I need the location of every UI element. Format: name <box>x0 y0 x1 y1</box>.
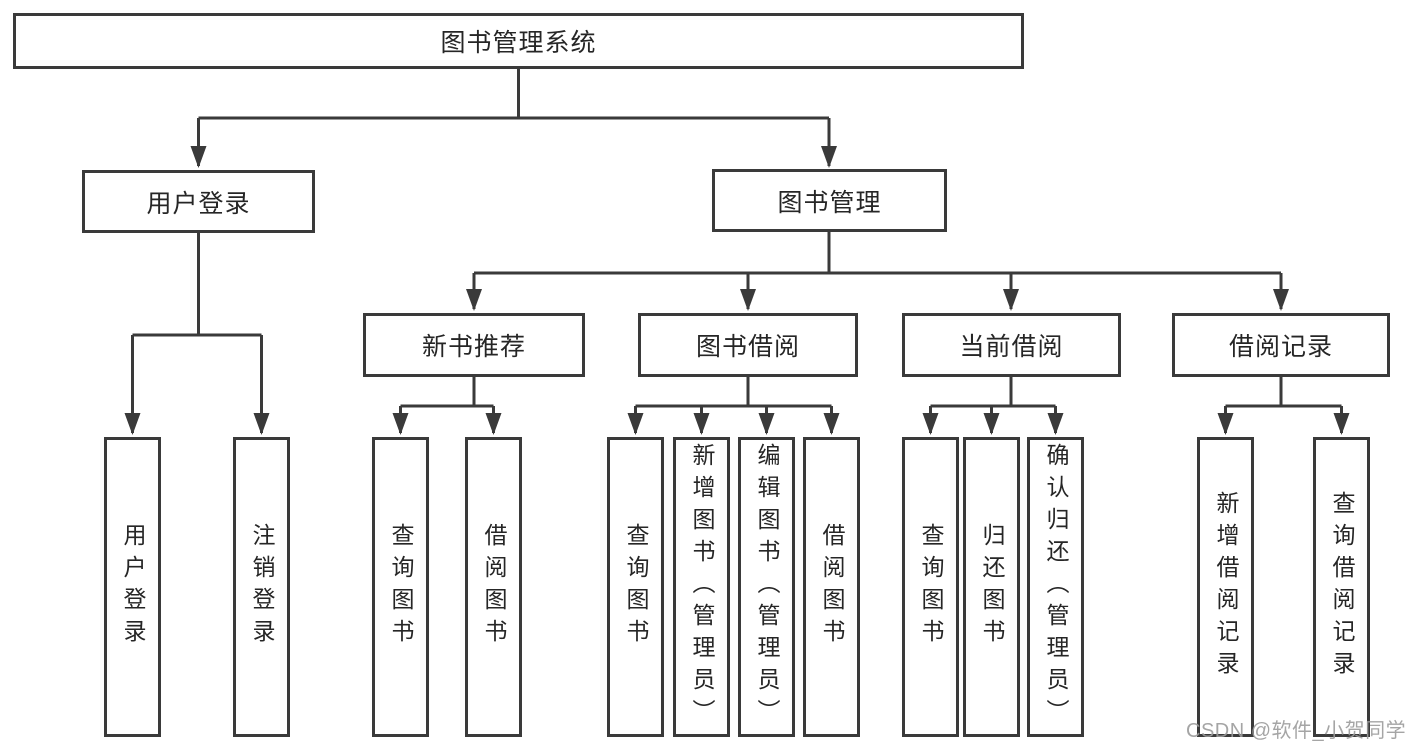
leaf-borrowing-edit-book-admin: 编辑图书（管理员） <box>738 437 795 737</box>
leaf-user-login: 用户登录 <box>104 437 161 737</box>
node-book-management: 图书管理 <box>712 169 947 232</box>
leaf-current-return-book: 归还图书 <box>963 437 1020 737</box>
csdn-watermark: CSDN @软件_小贺同学 <box>1186 720 1405 742</box>
node-current-borrowing: 当前借阅 <box>902 313 1121 377</box>
leaf-borrowing-add-book-admin: 新增图书（管理员） <box>673 437 730 737</box>
leaf-logout: 注销登录 <box>233 437 290 737</box>
leaf-records-query-record: 查询借阅记录 <box>1313 437 1370 737</box>
node-user-login: 用户登录 <box>82 170 315 233</box>
leaf-borrowing-query-book: 查询图书 <box>607 437 664 737</box>
leaf-records-add-record: 新增借阅记录 <box>1197 437 1254 737</box>
node-library-management-system: 图书管理系统 <box>13 13 1024 69</box>
node-new-book-recommend: 新书推荐 <box>363 313 585 377</box>
leaf-recommend-borrow-book: 借阅图书 <box>465 437 522 737</box>
leaf-recommend-query-book: 查询图书 <box>372 437 429 737</box>
leaf-borrowing-borrow-book: 借阅图书 <box>803 437 860 737</box>
node-borrowing-records: 借阅记录 <box>1172 313 1390 377</box>
leaf-current-query-book: 查询图书 <box>902 437 959 737</box>
node-book-borrowing: 图书借阅 <box>638 313 858 377</box>
leaf-current-confirm-return-admin: 确认归还（管理员） <box>1027 437 1084 737</box>
